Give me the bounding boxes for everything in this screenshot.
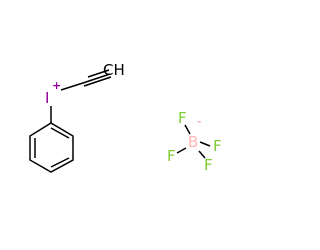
bond-boron-fluorine-1 (184, 124, 191, 135)
iodine-charge-label: + (52, 79, 61, 92)
alkyne-terminal-label: CH (103, 61, 125, 79)
anion-bonds (176, 124, 211, 159)
fluorine-atom-label-4: F (204, 156, 213, 174)
structure-svg: I + CH B - F F F F (29, 61, 222, 174)
fluorine-atom-label-3: F (167, 147, 176, 165)
boron-charge-label: - (197, 115, 202, 128)
fluorine-atom-label-1: F (178, 109, 187, 127)
cation-bonds (29, 69, 112, 173)
aromatic-bond-1 (50, 127, 70, 139)
fluorine-atom-label-2: F (213, 137, 222, 155)
bond-boron-fluorine-3 (176, 147, 187, 154)
iodine-atom-label: I (45, 89, 49, 107)
structure-canvas: I + CH B - F F F F (29, 61, 222, 174)
benzene-ring (29, 122, 74, 173)
bond-boron-fluorine-4 (198, 150, 206, 159)
triple-bond-line-1 (87, 69, 110, 78)
triple-bond-line-2 (85, 73, 111, 83)
aromatic-bond-2 (50, 157, 70, 168)
triple-bond-line-3 (83, 76, 112, 87)
bond-iodine-alkyne (60, 81, 87, 91)
bond-boron-fluorine-2 (199, 141, 211, 147)
boron-atom-label: B (188, 133, 198, 151)
